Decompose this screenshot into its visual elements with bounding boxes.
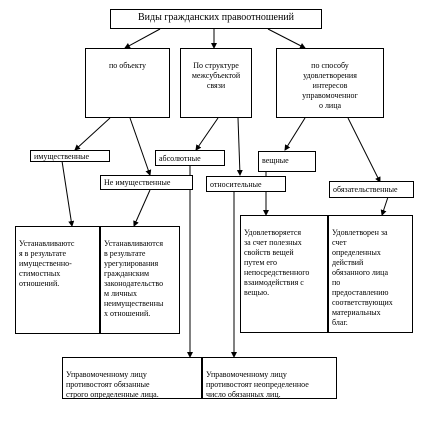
arrow-structure-to-relative [236, 117, 243, 176]
desc-relative: Управомоченному лицу противостоят неопре… [202, 357, 337, 399]
arrow-property-to-desc [61, 160, 75, 227]
desc-non-property-text: Устанавливаются в результате урегулирова… [104, 239, 164, 318]
criterion-by-structure-text: По структуре межсубъектой связи [191, 61, 241, 90]
arrow-structure-to-absolute [195, 117, 219, 151]
desc-obligatory: Удовлетворен за счет определенных действ… [328, 215, 413, 333]
type-relative: относительные [206, 176, 286, 192]
desc-absolute-text: Управомоченному лицу противостоят обязан… [66, 370, 159, 399]
type-property: имущественные [30, 150, 110, 162]
desc-relative-text: Управомоченному лицу противостоят неопре… [206, 370, 309, 399]
criterion-by-method: по способу удовлетворения интересов упра… [276, 48, 384, 118]
type-obligatory: обязательственные [329, 181, 414, 198]
desc-obligatory-text: Удовлетворен за счет определенных действ… [332, 228, 393, 327]
type-obligatory-text: обязательственные [333, 185, 398, 194]
desc-absolute: Управомоченному лицу противостоят обязан… [62, 357, 202, 399]
desc-non-property: Устанавливаются в результате урегулирова… [100, 226, 180, 334]
type-real: вещные [258, 151, 316, 172]
arrow-object-to-nonproperty [129, 117, 152, 176]
type-relative-text: относительные [210, 180, 262, 189]
criterion-by-structure: По структуре межсубъектой связи [180, 48, 252, 118]
arrow-method-to-obligatory [347, 117, 381, 183]
type-non-property-text: Не имущественные [104, 178, 171, 187]
arrow-obligatory-to-desc [380, 196, 389, 216]
type-absolute: абсолютные [155, 150, 225, 166]
arrow-method-to-real [284, 117, 306, 151]
desc-property-text: Устанавливаютс я в результате имуществен… [19, 239, 75, 288]
type-real-text: вещные [262, 156, 289, 165]
type-absolute-text: абсолютные [159, 154, 201, 163]
arrow-title-to-method [267, 28, 306, 49]
diagram-title-text: Виды гражданских правоотношений [137, 12, 295, 23]
arrow-title-to-object [124, 28, 161, 49]
criterion-by-method-text: по способу удовлетворения интересов упра… [302, 61, 358, 110]
type-property-text: имущественные [34, 152, 90, 161]
arrow-nonproperty-to-desc [133, 189, 151, 227]
desc-real-text: Удовлетворяется за счет полезных свойств… [244, 228, 310, 297]
desc-property: Устанавливаютс я в результате имуществен… [15, 226, 100, 334]
diagram-title: Виды гражданских правоотношений [110, 9, 322, 29]
type-non-property: Не имущественные [100, 175, 193, 190]
criterion-by-object: по объекту [85, 48, 170, 118]
arrow-object-to-property [74, 117, 111, 151]
criterion-by-object-text: по объекту [108, 61, 146, 70]
desc-real: Удовлетворяется за счет полезных свойств… [240, 215, 328, 333]
